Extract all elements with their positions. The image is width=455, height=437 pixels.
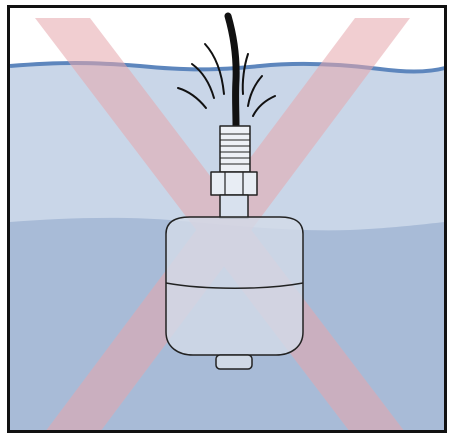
threaded-stem xyxy=(219,125,251,173)
float-switch-icon xyxy=(165,125,304,370)
bottom-cap xyxy=(215,354,253,370)
motion-lines-icon xyxy=(177,43,276,117)
cable-icon xyxy=(224,12,240,130)
canister-seam xyxy=(165,282,304,289)
frame-border xyxy=(7,5,447,433)
neck xyxy=(219,194,249,219)
hex-nut xyxy=(210,171,258,196)
canister xyxy=(165,216,304,356)
thread-lines xyxy=(220,133,250,165)
